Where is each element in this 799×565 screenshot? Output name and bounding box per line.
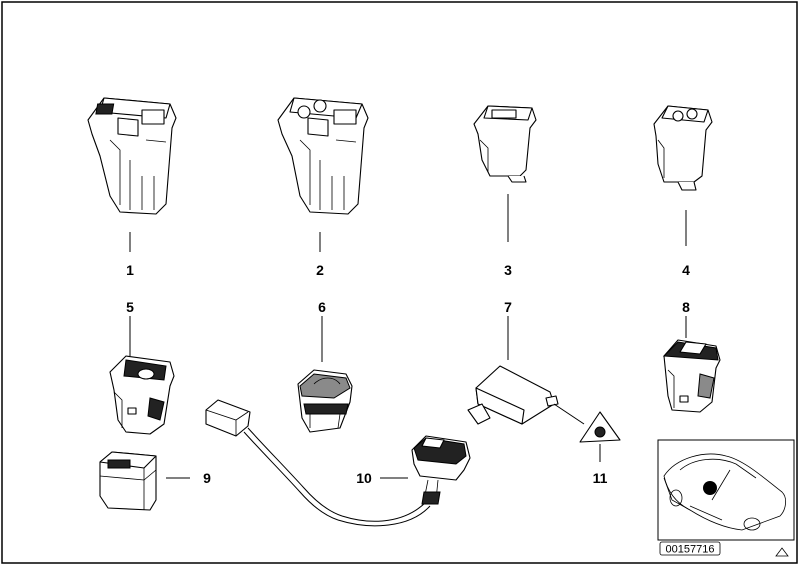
- document-number-box: 00157716: [659, 541, 721, 556]
- callout-7: 7: [504, 299, 512, 315]
- callout-3: 3: [504, 262, 512, 278]
- callout-4: 4: [682, 262, 690, 278]
- callout-8: 8: [682, 299, 690, 315]
- part-3-switch: [473, 105, 537, 183]
- part-5-rocker-switch: [109, 355, 175, 435]
- part-10-switch-with-cable: [205, 399, 471, 527]
- part-6-switch: [297, 369, 353, 433]
- part-7-control-unit: [467, 365, 559, 425]
- leader-lines: [129, 194, 687, 479]
- callout-11: 11: [593, 470, 608, 486]
- inset-frame: [657, 439, 795, 541]
- part-8-switch: [662, 339, 721, 413]
- callout-1: 1: [126, 262, 134, 278]
- location-marker-icon: [703, 481, 717, 495]
- callout-9: 9: [203, 470, 211, 486]
- document-number: 00157716: [666, 544, 715, 556]
- part-11-warning-label: [579, 411, 621, 443]
- part-2-switch-block: [277, 97, 369, 215]
- callouts: 1 2 3 4 5 6 7 8 9 10 11: [126, 262, 690, 486]
- part-1-switch-block: [87, 97, 177, 215]
- part-4-switch: [653, 105, 713, 191]
- callout-6: 6: [318, 299, 326, 315]
- car-locator-inset: [657, 439, 795, 541]
- part-9-switch: [99, 451, 157, 511]
- corner-triangle-icon: [775, 547, 789, 557]
- callout-10: 10: [356, 470, 372, 486]
- callout-5: 5: [126, 299, 134, 315]
- callout-2: 2: [316, 262, 324, 278]
